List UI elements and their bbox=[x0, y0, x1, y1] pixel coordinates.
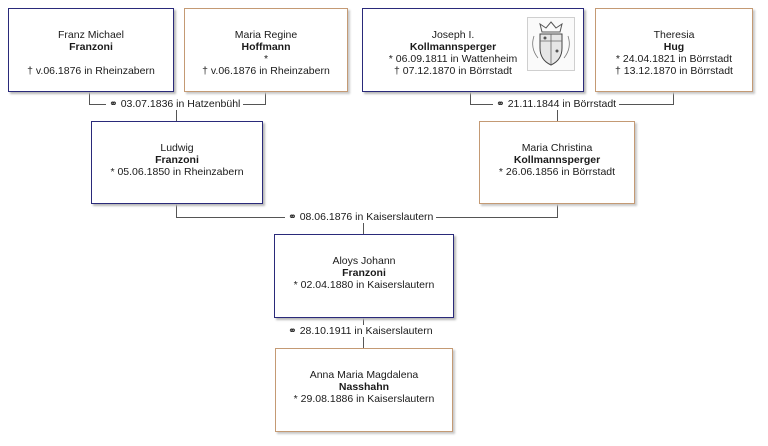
surname: Kollmannsperger bbox=[513, 154, 601, 166]
surname: Hoffmann bbox=[241, 41, 291, 53]
given-name: Franz Michael bbox=[58, 29, 124, 41]
birth-info: * 05.06.1850 in Rheinzabern bbox=[110, 166, 244, 178]
given-name: Maria Regine bbox=[234, 29, 298, 41]
person-card-ludwig-franzoni[interactable]: Ludwig Franzoni * 05.06.1850 in Rheinzab… bbox=[91, 121, 263, 204]
given-name: Joseph I. bbox=[431, 29, 475, 41]
given-name: Theresia bbox=[653, 29, 695, 41]
birth-info: * 02.04.1880 in Kaiserslautern bbox=[293, 279, 435, 291]
surname: Nasshahn bbox=[338, 381, 390, 393]
death-info: † 13.12.1870 in Börrstadt bbox=[615, 65, 733, 77]
connector-line bbox=[363, 217, 364, 234]
given-name: Ludwig bbox=[160, 142, 194, 154]
marriage-label: ⚭ 03.07.1836 in Hatzenbühl bbox=[106, 98, 244, 110]
marriage-label: ⚭ 28.10.1911 in Kaiserslautern bbox=[285, 325, 436, 337]
surname: Hug bbox=[663, 41, 685, 53]
connector-line bbox=[176, 204, 177, 218]
birth-info: * 29.08.1886 in Kaiserslautern bbox=[293, 393, 435, 405]
connector-line bbox=[176, 104, 177, 121]
surname: Franzoni bbox=[155, 154, 199, 166]
surname: Kollmannsperger bbox=[409, 41, 497, 53]
given-name: Maria Christina bbox=[521, 142, 593, 154]
death-info: † 07.12.1870 in Börrstadt bbox=[394, 65, 512, 77]
person-card-theresia-hug[interactable]: Theresia Hug * 24.04.1821 in Börrstadt †… bbox=[595, 8, 753, 92]
given-name: Anna Maria Magdalena bbox=[309, 369, 419, 381]
connector-line bbox=[557, 204, 558, 218]
person-card-maria-christina-kollmannsperger[interactable]: Maria Christina Kollmannsperger * 26.06.… bbox=[479, 121, 635, 204]
connector-line bbox=[557, 104, 558, 121]
person-card-joseph-kollmannsperger[interactable]: Joseph I. Kollmannsperger * 06.09.1811 i… bbox=[362, 8, 584, 92]
birth-info: * 06.09.1811 in Wattenheim bbox=[388, 53, 518, 65]
death-info: † v.06.1876 in Rheinzabern bbox=[202, 65, 330, 77]
connector-line bbox=[470, 92, 471, 104]
death-info: † v.06.1876 in Rheinzabern bbox=[27, 65, 155, 77]
birth-info: * 26.06.1856 in Börrstadt bbox=[498, 166, 616, 178]
connector-line bbox=[89, 92, 90, 104]
surname: Franzoni bbox=[69, 41, 113, 53]
connector-line bbox=[673, 92, 674, 104]
person-card-aloys-johann-franzoni[interactable]: Aloys Johann Franzoni * 02.04.1880 in Ka… bbox=[274, 234, 454, 318]
marriage-label: ⚭ 21.11.1844 in Börrstadt bbox=[493, 98, 620, 110]
person-card-maria-regine-hoffmann[interactable]: Maria Regine Hoffmann * † v.06.1876 in R… bbox=[184, 8, 348, 92]
person-card-franz-michael-franzoni[interactable]: Franz Michael Franzoni † v.06.1876 in Rh… bbox=[8, 8, 174, 92]
birth-info: * bbox=[263, 53, 269, 65]
birth-info: * 24.04.1821 in Börrstadt bbox=[615, 53, 733, 65]
marriage-label: ⚭ 08.06.1876 in Kaiserslautern bbox=[285, 211, 437, 223]
coat-of-arms-icon bbox=[527, 17, 575, 71]
person-card-anna-maria-magdalena-nasshahn[interactable]: Anna Maria Magdalena Nasshahn * 29.08.18… bbox=[275, 348, 453, 432]
given-name: Aloys Johann bbox=[332, 255, 396, 267]
surname: Franzoni bbox=[342, 267, 386, 279]
connector-line bbox=[265, 92, 266, 104]
